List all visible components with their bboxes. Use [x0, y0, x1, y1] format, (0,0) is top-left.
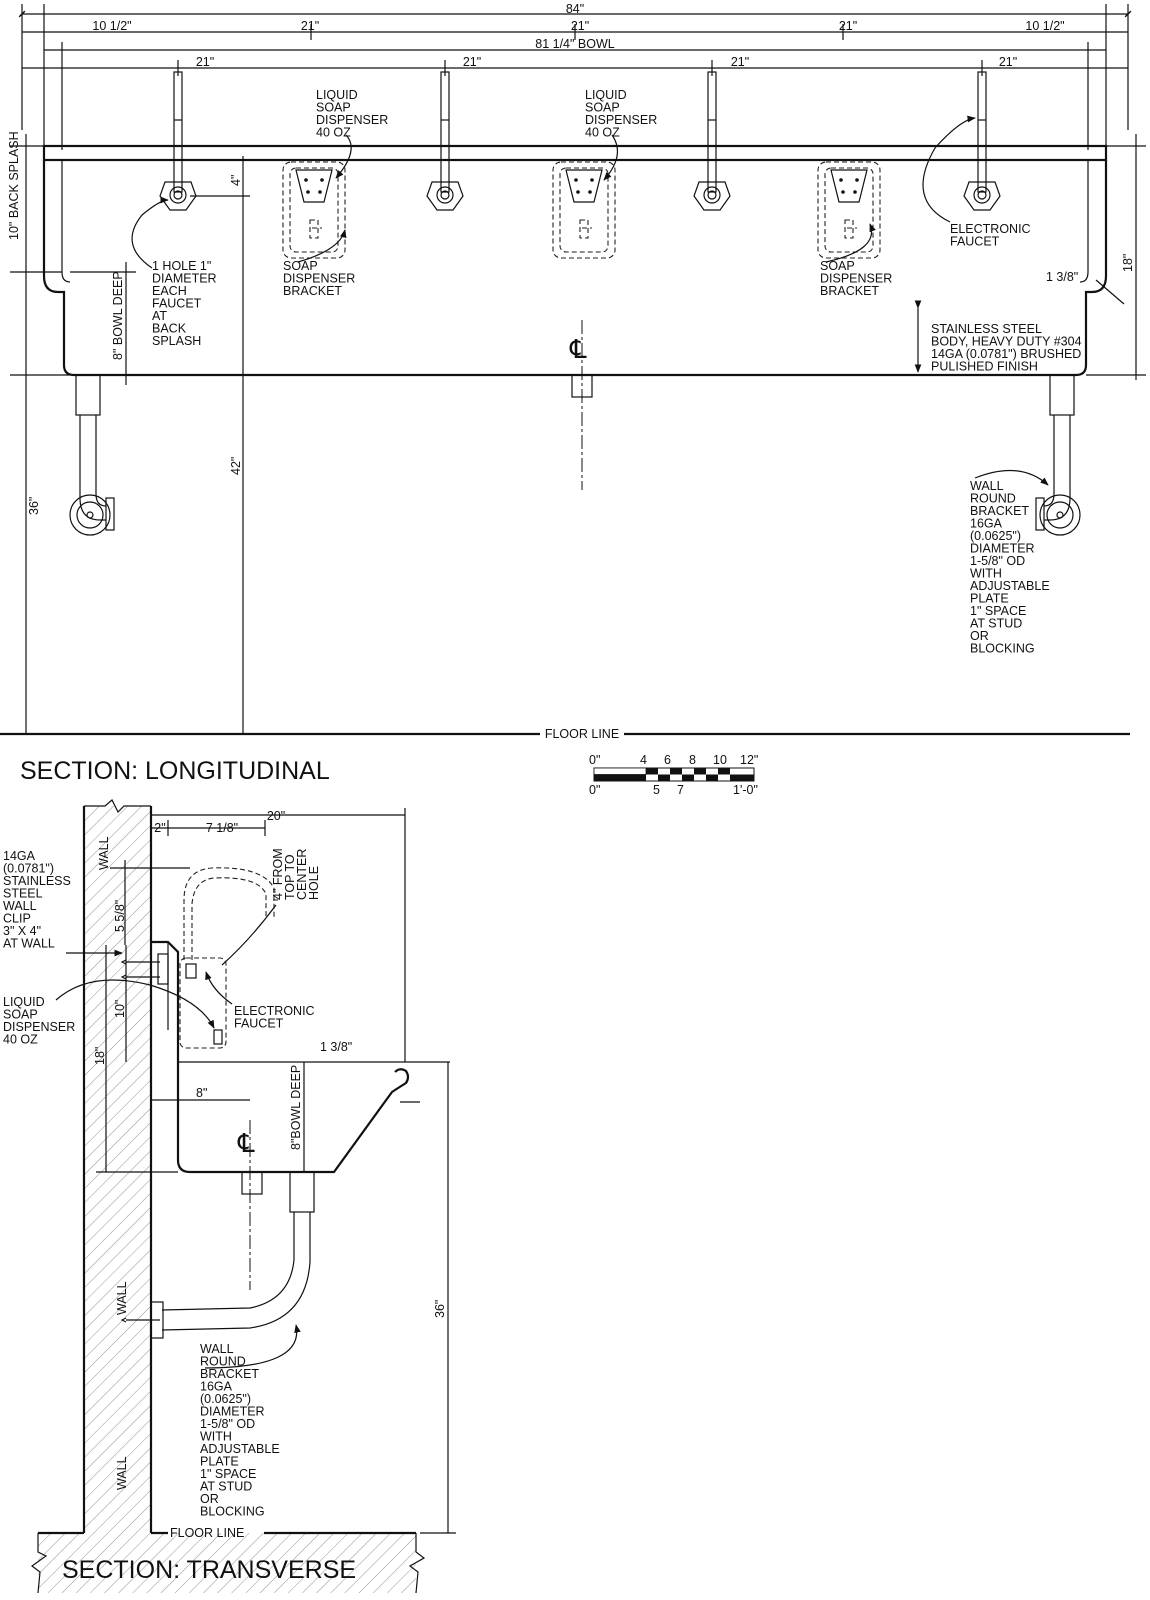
dim-bowl: 81 1/4" BOWL: [535, 37, 615, 51]
transverse-leaders: [55, 904, 301, 1369]
dim-offset: 2": [154, 821, 165, 835]
leg-right: [1035, 374, 1081, 536]
wall: WALL WALL WALL: [82, 799, 153, 1533]
dim-height: 18": [93, 1047, 107, 1065]
note-faucet-hole: 1 HOLE 1" DIAMETER EACH FAUCET AT BACK S…: [152, 259, 220, 348]
faucet-2: [426, 71, 464, 211]
wall-label-1: WALL: [97, 836, 111, 870]
transverse-dimensions: 20" 2" 7 1/8" 5 5/8" 10" 18" 1 3/8" 8" 8…: [93, 808, 456, 1534]
dim-bowl-deep: 8"BOWL DEEP: [289, 1065, 303, 1150]
dim-end-left: 10 1/2": [92, 19, 131, 33]
transverse-leg: [120, 1171, 315, 1339]
svg-text:4" FROM: 4" FROM: [271, 848, 285, 900]
dim-leg-height: 36": [27, 497, 41, 515]
dim-depth: 20": [267, 809, 285, 823]
dim-hole-offset: 4": [229, 175, 243, 186]
scale-bar: 0" 4 6 8 10 12" 0" 5 7 1'-0": [589, 753, 758, 797]
floor-line-longitudinal: FLOOR LINE: [0, 727, 1130, 741]
dim-spacing-c: 21": [839, 19, 857, 33]
dim-leg-height: 36": [433, 1300, 447, 1318]
wall-label-3: WALL: [115, 1456, 129, 1490]
dim-faucet-1: 21": [196, 55, 214, 69]
faucet-4: [963, 71, 1001, 211]
svg-text:TOP TO: TOP TO: [283, 854, 297, 900]
dim-faucet-4: 21": [999, 55, 1017, 69]
sink-profile: ℄: [151, 940, 410, 1290]
faucet-3: [693, 71, 731, 211]
note-hole-rotated: 4" FROM TOP TO CENTER HOLE: [271, 848, 321, 900]
floor-line-label: FLOOR LINE: [170, 1526, 244, 1540]
note-soap: LIQUID SOAP DISPENSER 40 OZ: [3, 995, 79, 1047]
dim-back-splash: 10" BACK SPLASH: [7, 131, 21, 240]
top-dimension-chains: 84" 10 1/2" 21" 21" 21" 10 1/2" 81 1/4" …: [18, 2, 1132, 150]
note-wall-bracket: WALL ROUND BRACKET 16GA (0.0625") DIAMET…: [970, 479, 1053, 656]
svg-text:CENTER: CENTER: [295, 849, 309, 900]
dim-bowl-deep: 8" BOWL DEEP: [111, 271, 125, 360]
note-body: STAINLESS STEEL BODY, HEAVY DUTY #304 14…: [931, 322, 1085, 374]
transverse-faucet: [179, 867, 278, 1049]
floor-transverse: FLOOR LINE: [30, 1526, 426, 1594]
drain-centerline: ℄: [569, 320, 593, 490]
dim-faucet-2: 21": [463, 55, 481, 69]
vertical-dimensions: 10" BACK SPLASH 36" 8" BOWL DEEP 4" 42" …: [7, 131, 1146, 735]
wall-clip: [120, 953, 169, 985]
svg-text:FLOOR LINE: FLOOR LINE: [545, 727, 619, 741]
note-soap-dispenser-1: LIQUID SOAP DISPENSER 40 OZ: [316, 88, 392, 140]
soap-dispenser-1: [282, 161, 346, 259]
dim-right-height: 18": [1121, 254, 1135, 272]
note-faucet: ELECTRONIC FAUCET: [234, 1004, 318, 1031]
svg-text:℄: ℄: [237, 1128, 255, 1158]
dim-rim-return: 1 3/8": [1046, 270, 1078, 284]
title-transverse: SECTION: TRANSVERSE: [62, 1556, 356, 1584]
longitudinal-section: 84" 10 1/2" 21" 21" 21" 10 1/2" 81 1/4" …: [0, 2, 1146, 785]
note-soap-dispenser-2: LIQUID SOAP DISPENSER 40 OZ: [585, 88, 661, 140]
svg-text:HOLE: HOLE: [307, 866, 321, 900]
note-bracket-2: SOAP DISPENSER BRACKET: [820, 259, 896, 298]
transverse-section: WALL WALL WALL FLOOR LINE SECTION: TRANS…: [3, 799, 456, 1594]
dim-faucet-3: 21": [731, 55, 749, 69]
dim-faucet-reach: 7 1/8": [206, 821, 238, 835]
dim-rim-height: 42": [229, 457, 243, 475]
svg-text:℄: ℄: [569, 334, 587, 364]
leg-left: [69, 374, 115, 536]
dim-end-right: 10 1/2": [1025, 19, 1064, 33]
dim-spacing-b: 21": [571, 19, 589, 33]
dim-splash: 10": [113, 1000, 127, 1018]
dim-rim-return: 1 3/8": [320, 1040, 352, 1054]
faucet-row: [159, 71, 1001, 211]
note-electronic-faucet: ELECTRONIC FAUCET: [950, 222, 1034, 249]
dim-bowl-width: 8": [196, 1086, 207, 1100]
scale-top-labels: 0" 4 6 8 10 12": [589, 753, 758, 767]
dim-overall: 84": [566, 2, 584, 16]
faucet-1: [159, 71, 197, 211]
note-wall-bracket: WALL ROUND BRACKET 16GA (0.0625") DIAMET…: [200, 1342, 283, 1519]
leader-lines: [131, 115, 1049, 486]
wall-label-2: WALL: [115, 1281, 129, 1315]
soap-dispenser-3: [817, 161, 881, 259]
scale-bottom-labels: 0" 5 7 1'-0": [589, 783, 758, 797]
note-wall-clip: 14GA (0.0781") STAINLESS STEEL WALL CLIP…: [3, 849, 74, 951]
note-bracket-1: SOAP DISPENSER BRACKET: [283, 259, 359, 298]
title-longitudinal: SECTION: LONGITUDINAL: [20, 757, 330, 785]
dim-spacing-a: 21": [301, 19, 319, 33]
dim-faucet-height: 5 5/8": [113, 900, 127, 932]
soap-dispenser-2: [552, 161, 616, 259]
